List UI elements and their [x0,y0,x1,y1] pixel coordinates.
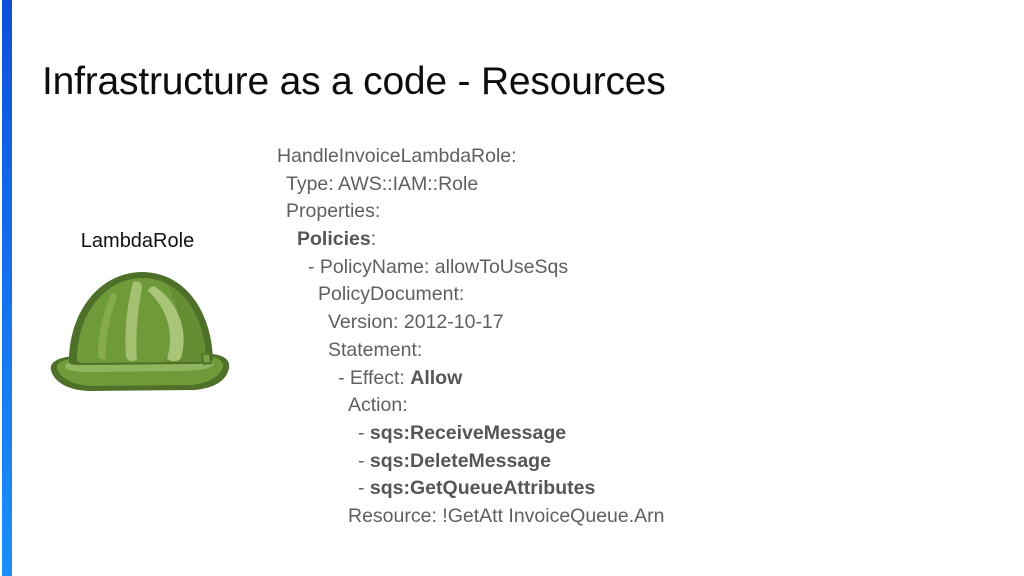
code-line: - sqs:DeleteMessage [277,448,665,476]
code-token-emphasis: sqs:GetQueueAttributes [369,477,596,500]
code-line: HandleInvoiceLambdaRole: [277,143,665,171]
code-token: - [358,477,370,500]
code-line: Policies: [277,226,665,254]
code-token: Action: [348,394,408,417]
code-line: - PolicyName: allowToUseSqs [277,254,665,282]
code-token: : [370,228,377,251]
code-line: PolicyDocument: [277,281,665,309]
hard-hat-icon [50,271,230,391]
code-token: Resource: !GetAtt InvoiceQueue.Arn [348,504,665,527]
code-line: Version: 2012-10-17 [277,309,665,337]
code-token: - PolicyName: allowToUseSqs [308,255,569,278]
code-line: Action: [277,392,665,420]
code-token: Statement: [328,338,423,361]
code-token: - Effect: [338,366,411,389]
accent-bar [2,0,12,576]
code-line: - Effect: Allow [277,365,665,393]
code-token: HandleInvoiceLambdaRole: [277,145,517,167]
code-token: Properties: [286,200,381,223]
code-token-emphasis: sqs:DeleteMessage [369,449,551,472]
code-line: Statement: [277,337,665,365]
code-line: Properties: [277,198,665,226]
code-token: - [358,449,370,472]
code-token-emphasis: Allow [410,366,463,389]
code-token: PolicyDocument: [318,283,465,306]
code-token: - [358,421,370,444]
code-token-emphasis: Policies [297,228,371,251]
code-token-emphasis: sqs:ReceiveMessage [369,421,567,444]
code-token: Type: AWS::IAM::Role [286,172,479,195]
code-line: Resource: !GetAtt InvoiceQueue.Arn [277,503,665,531]
code-line: Type: AWS::IAM::Role [277,171,665,199]
code-line: - sqs:ReceiveMessage [277,420,665,448]
lambda-role-label: LambdaRole [80,230,195,252]
code-token: Version: 2012-10-17 [328,311,504,334]
code-line: - sqs:GetQueueAttributes [277,475,665,503]
page-title: Infrastructure as a code - Resources [42,60,666,103]
yaml-code-block: HandleInvoiceLambdaRole:Type: AWS::IAM::… [277,143,665,531]
lambda-role-graphic: LambdaRole [40,230,260,410]
